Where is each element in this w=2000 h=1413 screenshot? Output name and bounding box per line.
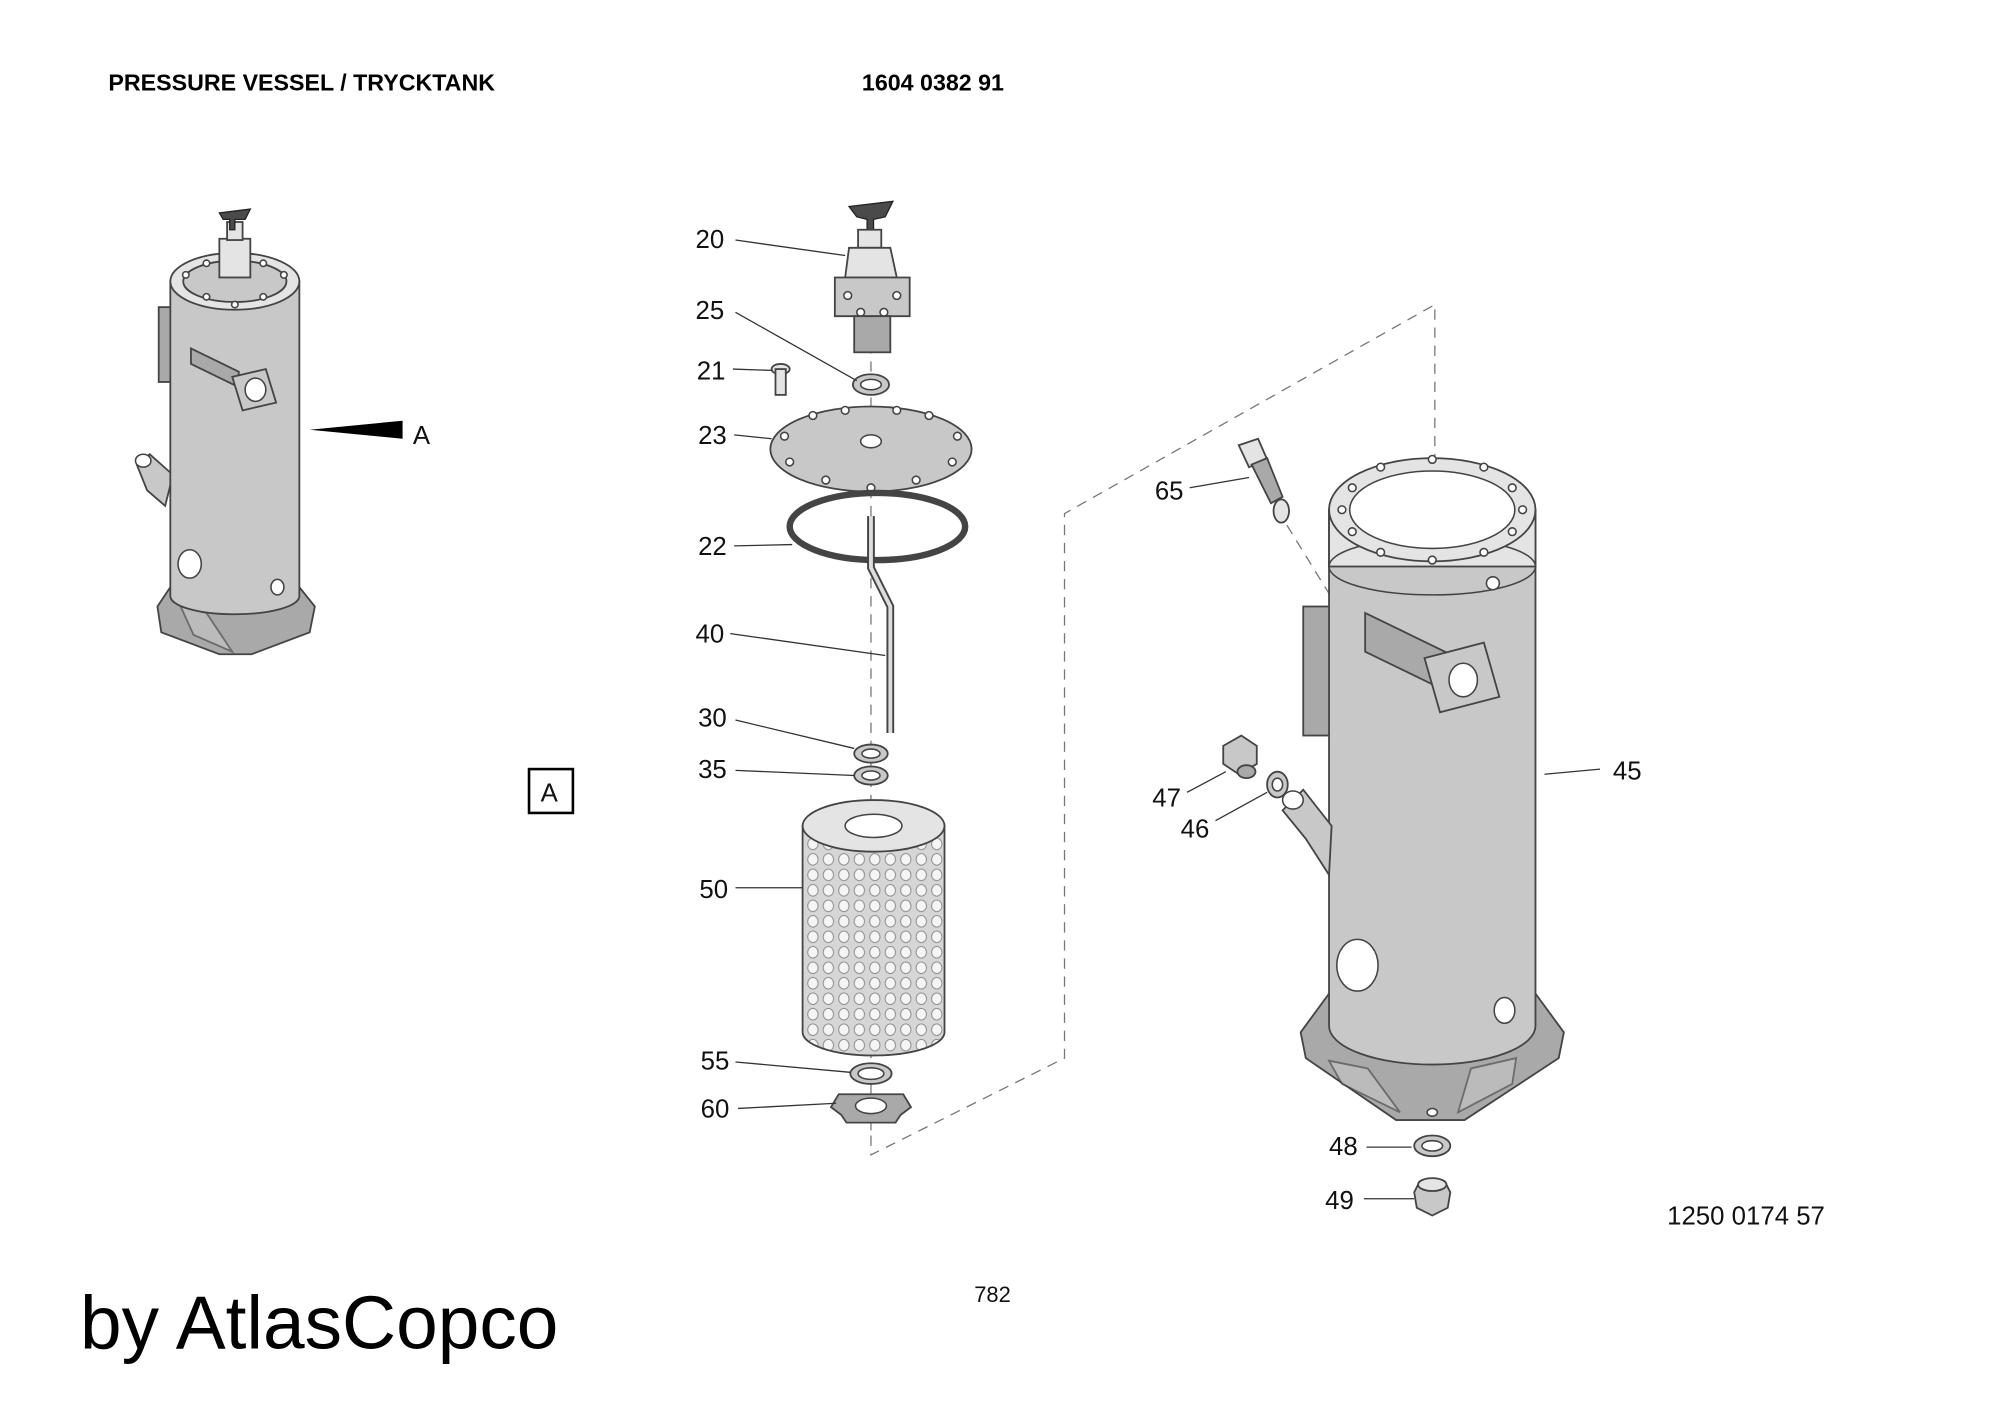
callout-65: 65 [1155,477,1184,505]
brand-watermark: by AtlasCopco [80,1280,558,1364]
view-arrow [309,420,403,439]
callout-23: 23 [698,422,727,450]
part-50-filter-element [801,799,946,1057]
part-45-vessel [1281,454,1565,1121]
part-21-bolt [770,363,791,396]
view-a-box [527,767,575,815]
callout-49: 49 [1325,1187,1354,1215]
part-22-o-ring [786,489,969,564]
page-title: PRESSURE VESSEL / TRYCKTANK [108,69,495,95]
callout-60: 60 [701,1095,730,1123]
assembly-guide-line-sensor [1276,509,1330,594]
part-49-drain-plug [1413,1177,1452,1217]
view-a-box-label: A [541,779,559,807]
leader-lines [730,239,1601,1200]
callout-20: 20 [695,226,724,254]
drawing-number: 1250 0174 57 [1667,1203,1825,1231]
assembly-guide-line [870,303,1436,1156]
view-marker-label: A [413,422,431,450]
callout-50: 50 [699,876,728,904]
callout-55: 55 [701,1048,730,1076]
callout-46: 46 [1181,815,1210,843]
part-47-plug [1222,734,1258,780]
callout-21: 21 [697,357,726,385]
part-40-tube [867,516,895,733]
page-number: 782 [974,1282,1011,1307]
callout-35: 35 [698,756,727,784]
part-65-sensor [1237,437,1290,524]
callout-22: 22 [698,533,727,561]
callout-48: 48 [1329,1133,1358,1161]
callout-40: 40 [695,621,724,649]
overview-vessel [134,208,316,656]
callout-47: 47 [1152,785,1181,813]
callout-25: 25 [695,297,724,325]
part-60-lock-plate [829,1093,913,1124]
part-20-pressure-valve [833,200,911,354]
header-part-number: 1604 0382 91 [862,69,1004,95]
part-23-cover-plate [769,405,973,493]
callout-30: 30 [698,705,727,733]
callout-45: 45 [1613,757,1642,785]
